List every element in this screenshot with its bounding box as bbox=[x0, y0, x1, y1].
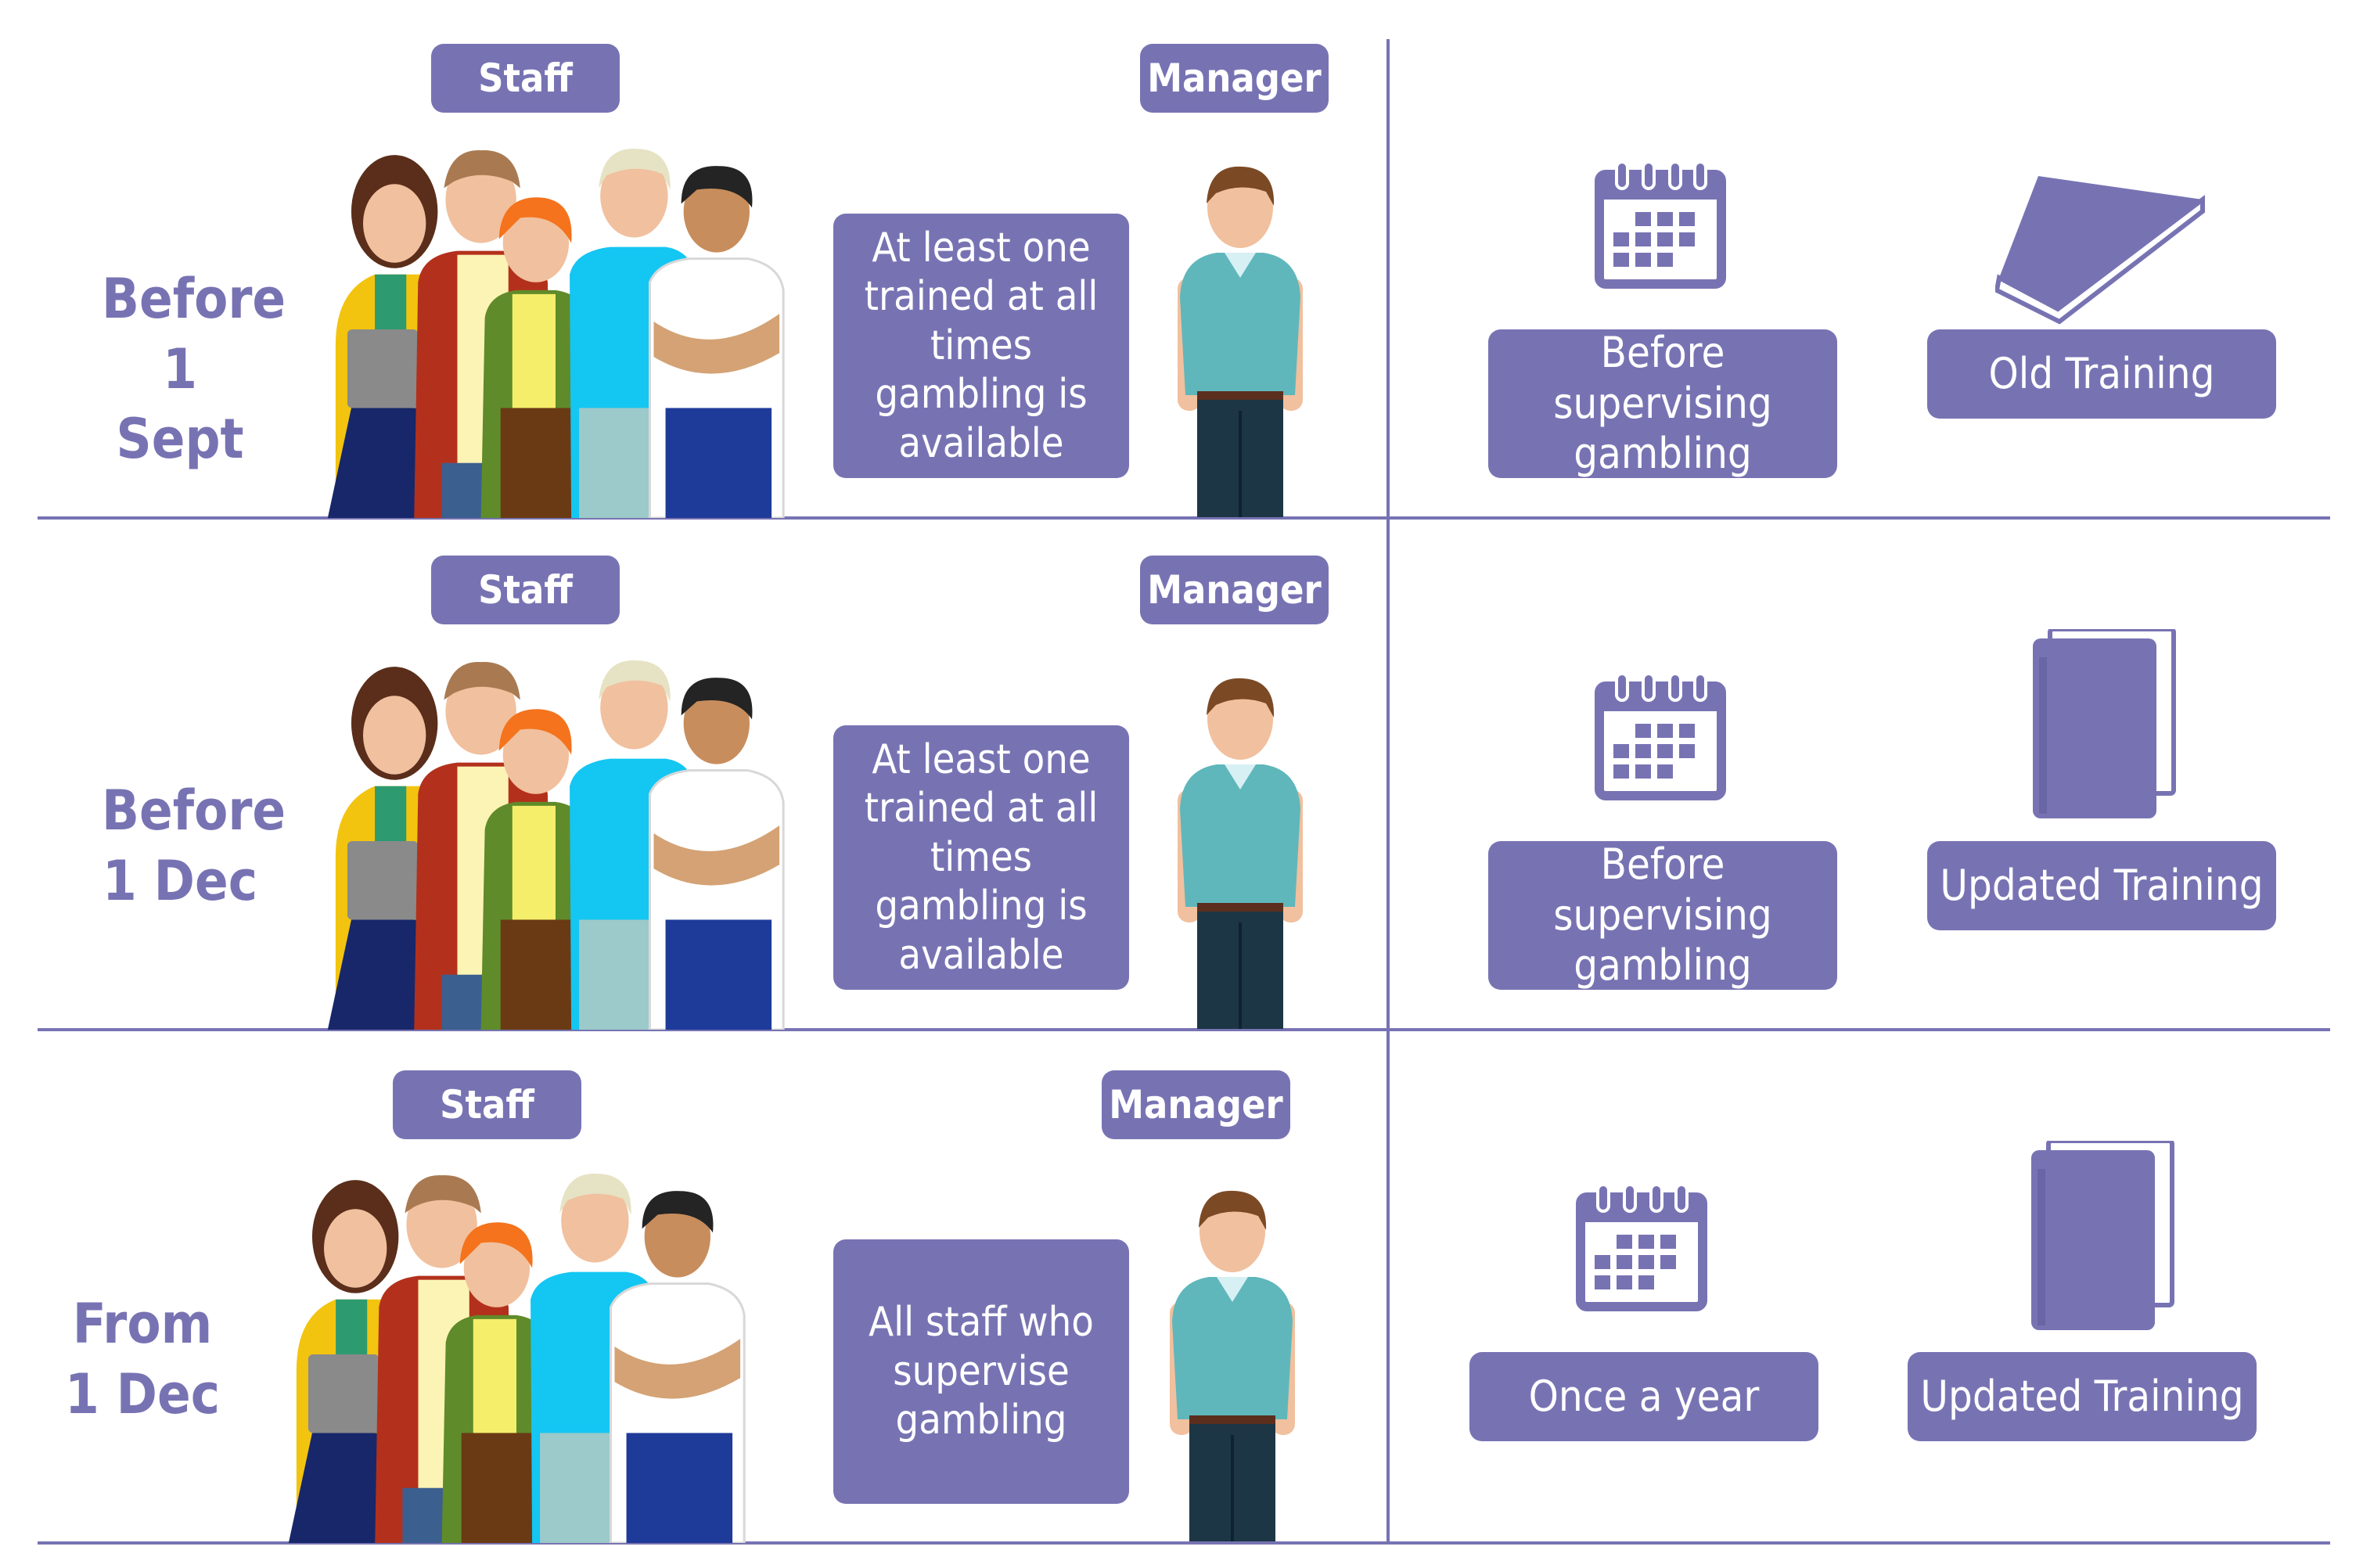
row-divider bbox=[38, 1028, 2330, 1031]
row-label-line2: 1 Dec bbox=[64, 1361, 221, 1426]
frequency-label: Before supervising gambling bbox=[1488, 840, 1837, 990]
frequency-label: Before supervising gambling bbox=[1488, 328, 1837, 478]
row-label-line1: Before bbox=[102, 779, 286, 843]
manager-illustration bbox=[1178, 678, 1303, 1029]
row-divider bbox=[38, 1541, 2330, 1545]
book-standing-icon bbox=[2031, 1141, 2175, 1332]
calendar-icon bbox=[1595, 160, 1726, 292]
row-label: Before 1 Dec bbox=[102, 776, 286, 916]
row-label: Before 1 Sept bbox=[102, 264, 286, 475]
staff-tag: Staff bbox=[431, 556, 620, 624]
training-label: Updated Training bbox=[1927, 841, 2276, 930]
staff-group-illustration bbox=[326, 147, 785, 518]
staff-tag: Staff bbox=[431, 44, 620, 113]
staff-group-illustration bbox=[326, 659, 785, 1030]
requirement-box: All staff who supervise gambling bbox=[833, 1239, 1129, 1504]
manager-tag: Manager bbox=[1140, 44, 1329, 113]
row-label-line2: 1 Sept bbox=[116, 336, 244, 472]
staff-tag: Staff bbox=[393, 1070, 581, 1139]
manager-illustration bbox=[1178, 166, 1303, 517]
manager-tag: Manager bbox=[1102, 1070, 1290, 1139]
training-label: Updated Training bbox=[1908, 1352, 2257, 1441]
column-divider bbox=[1387, 39, 1390, 1543]
row-label-line2: 1 Dec bbox=[102, 848, 258, 913]
manager-illustration bbox=[1170, 1190, 1295, 1541]
book-lying-icon bbox=[1995, 176, 2207, 325]
manager-tag: Manager bbox=[1140, 556, 1329, 624]
calendar-icon bbox=[1595, 672, 1726, 804]
staff-group-illustration bbox=[287, 1172, 746, 1543]
calendar-icon bbox=[1576, 1183, 1707, 1314]
row-divider bbox=[38, 516, 2330, 520]
training-label: Old Training bbox=[1927, 329, 2276, 419]
row-label-line1: From bbox=[72, 1292, 213, 1356]
row-label-line1: Before bbox=[102, 267, 286, 331]
requirement-box: At least one trained at all times gambli… bbox=[833, 214, 1129, 478]
frequency-label: Once a year bbox=[1469, 1352, 1818, 1441]
book-standing-icon bbox=[2033, 629, 2177, 820]
requirement-box: At least one trained at all times gambli… bbox=[833, 725, 1129, 990]
row-label: From 1 Dec bbox=[64, 1289, 221, 1430]
